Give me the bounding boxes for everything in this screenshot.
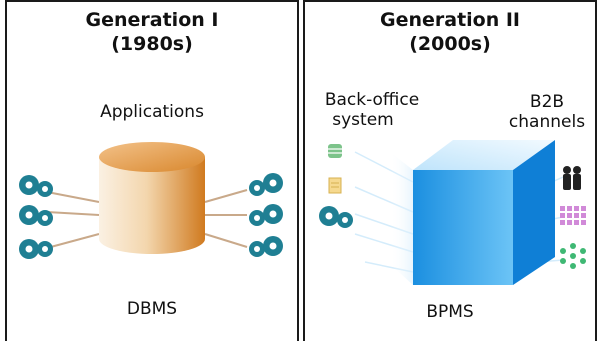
database-icon <box>99 142 205 254</box>
b2b-label-line1: B2B <box>529 92 565 112</box>
panel-title-line1: Generation II <box>379 9 520 31</box>
generation-2-panel: Generation II (2000s) Back-office system… <box>303 0 597 341</box>
app-gear-pair-icon <box>19 205 53 226</box>
app-icons-left <box>19 175 53 259</box>
back-office-label-line2: system <box>332 110 394 130</box>
bpms-cube-icon <box>390 140 555 285</box>
app-gear-pair-icon <box>249 236 283 257</box>
database-icon <box>328 144 342 158</box>
app-gear-pair-icon <box>319 206 353 228</box>
panel-title-line2: (1980s) <box>111 33 193 55</box>
connector-lines <box>46 189 248 249</box>
dbms-diagram <box>19 142 283 259</box>
app-icons-right <box>249 173 283 257</box>
grid-channel-icon <box>560 206 586 225</box>
back-office-label-line1: Back-office <box>324 90 420 110</box>
b2b-label-line2: channels <box>508 112 586 132</box>
people-icon <box>563 166 581 190</box>
applications-label: Applications <box>100 102 204 122</box>
app-gear-pair-icon <box>19 239 53 259</box>
dbms-label: DBMS <box>126 299 178 319</box>
app-gear-pair-icon <box>19 175 53 197</box>
document-icon <box>328 177 342 194</box>
app-gear-pair-icon <box>249 204 283 226</box>
bpms-diagram <box>319 140 586 285</box>
generation-1-panel: Generation I (1980s) Applications DBMS <box>5 0 299 341</box>
panel-title-line2: (2000s) <box>409 33 491 55</box>
network-node-icon <box>560 243 586 269</box>
app-gear-pair-icon <box>249 173 283 196</box>
panel-title-line1: Generation I <box>85 9 219 31</box>
bpms-label: BPMS <box>426 302 474 322</box>
